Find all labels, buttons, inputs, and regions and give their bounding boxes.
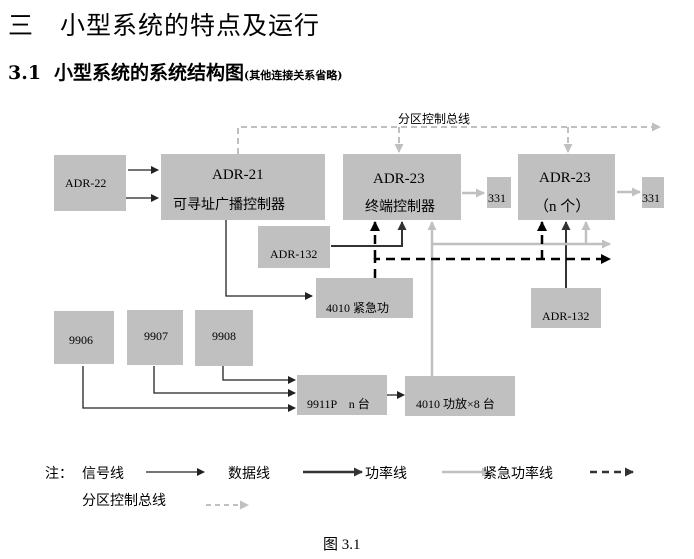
box-label: 9906 [69, 333, 93, 347]
legend-label-signal: 信号线 [82, 466, 124, 482]
subsection-heading: 3.1 小型系统的系统结构图(其他连接关系省略) [8, 58, 342, 85]
box-label: ADR-132 [270, 247, 318, 261]
signal-line [225, 219, 313, 300]
data-line [331, 221, 407, 247]
box-label: ADR-132 [542, 309, 590, 323]
box-331[interactable]: 331 [487, 177, 511, 208]
signal-line [82, 366, 296, 412]
subsection-title: 小型系统的系统结构图 [54, 62, 245, 84]
legend-label-emergency: 紧急功率线 [483, 466, 553, 482]
box-4010-amplifier[interactable]: 4010 功放×8 台 [405, 376, 515, 416]
signal-line [153, 366, 296, 397]
box-label: 4010 功放×8 台 [416, 397, 495, 411]
subsection-number: 3.1 [8, 62, 42, 84]
box-label: 4010 紧急功 [326, 301, 390, 315]
box-label: ADR-21 [212, 167, 264, 183]
figure-caption: 图 3.1 [323, 537, 361, 553]
box-label: ADR-23 [539, 170, 591, 186]
box-label: 9907 [144, 329, 168, 343]
box-label: 9908 [212, 329, 236, 343]
legend-prefix: 注： [45, 466, 73, 482]
box-sublabel: 可寻址广播控制器 [173, 197, 285, 213]
box-adr-132[interactable]: ADR-132 [258, 226, 330, 268]
box-label: 9911P n 台 [307, 397, 370, 411]
box-adr-21[interactable]: ADR-21 可寻址广播控制器 [161, 154, 325, 220]
box-label: ADR-22 [65, 176, 107, 190]
section-heading: 三小型系统的特点及运行 [8, 6, 320, 42]
emergency-power-line [373, 254, 611, 278]
zone-bus-label: 分区控制总线 [398, 112, 471, 126]
box-adr-132[interactable]: ADR-132 [531, 288, 601, 328]
signal-line [222, 366, 296, 384]
section-title: 小型系统的特点及运行 [60, 11, 321, 40]
legend-label-data: 数据线 [228, 466, 270, 482]
box-9907[interactable]: 9907 [127, 310, 183, 365]
legend-label-power: 功率线 [365, 466, 407, 482]
box-adr-23-terminal[interactable]: ADR-23 终端控制器 [343, 154, 461, 220]
box-adr-22[interactable]: ADR-22 [54, 155, 126, 211]
box-label: 331 [642, 191, 660, 205]
box-label: ADR-23 [373, 171, 425, 187]
box-adr-23-n[interactable]: ADR-23 （n 个） [518, 154, 615, 220]
zone-bus [237, 122, 661, 154]
box-sublabel: 终端控制器 [365, 199, 435, 215]
box-9906[interactable]: 9906 [54, 311, 114, 364]
section-number: 三 [8, 11, 35, 40]
box-9911p[interactable]: 9911P n 台 [297, 375, 387, 415]
box-4010-emergency[interactable]: 4010 紧急功 [316, 278, 413, 318]
box-331[interactable]: 331 [642, 177, 664, 208]
box-9908[interactable]: 9908 [195, 310, 253, 366]
box-sublabel: （n 个） [534, 199, 591, 215]
box-label: 331 [488, 191, 506, 205]
subsection-note: (其他连接关系省略) [244, 69, 343, 82]
legend-label-zone-bus: 分区控制总线 [82, 493, 166, 509]
zone-bus-main [237, 122, 661, 154]
